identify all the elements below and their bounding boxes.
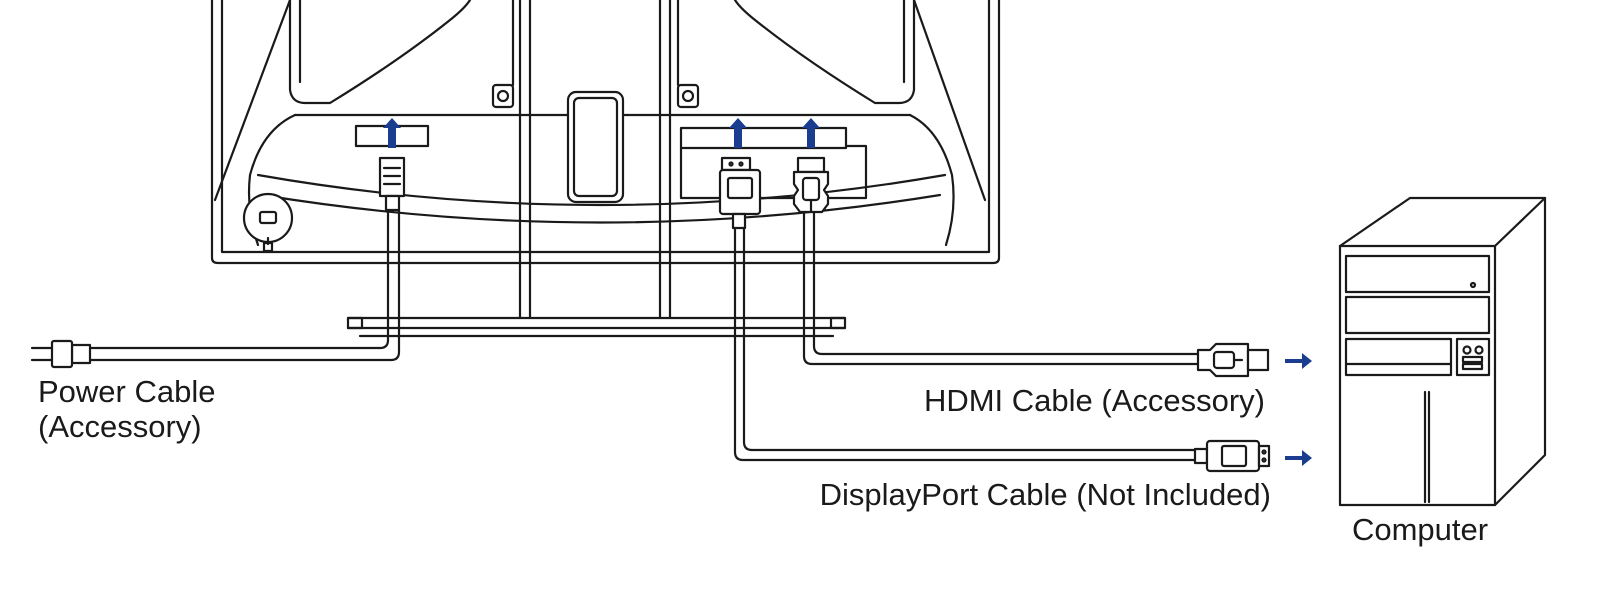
displayport-cable-label: DisplayPort Cable (Not Included) <box>820 477 1271 512</box>
computer-label: Computer <box>1352 512 1488 547</box>
arrow-icon <box>383 118 820 148</box>
power-cable-label-line1: Power Cable <box>38 374 215 409</box>
monitor-back <box>210 0 1001 265</box>
hdmi-cable-label: HDMI Cable (Accessory) <box>924 383 1265 418</box>
computer-tower <box>1338 196 1547 507</box>
lock-icon <box>242 192 294 253</box>
monitor-stand <box>346 0 847 338</box>
power-cable <box>30 156 406 369</box>
displayport-cable <box>718 156 1271 473</box>
power-cable-label-line2: (Accessory) <box>38 409 202 444</box>
hdmi-cable <box>792 156 1270 378</box>
computer-arrows <box>1285 353 1312 466</box>
